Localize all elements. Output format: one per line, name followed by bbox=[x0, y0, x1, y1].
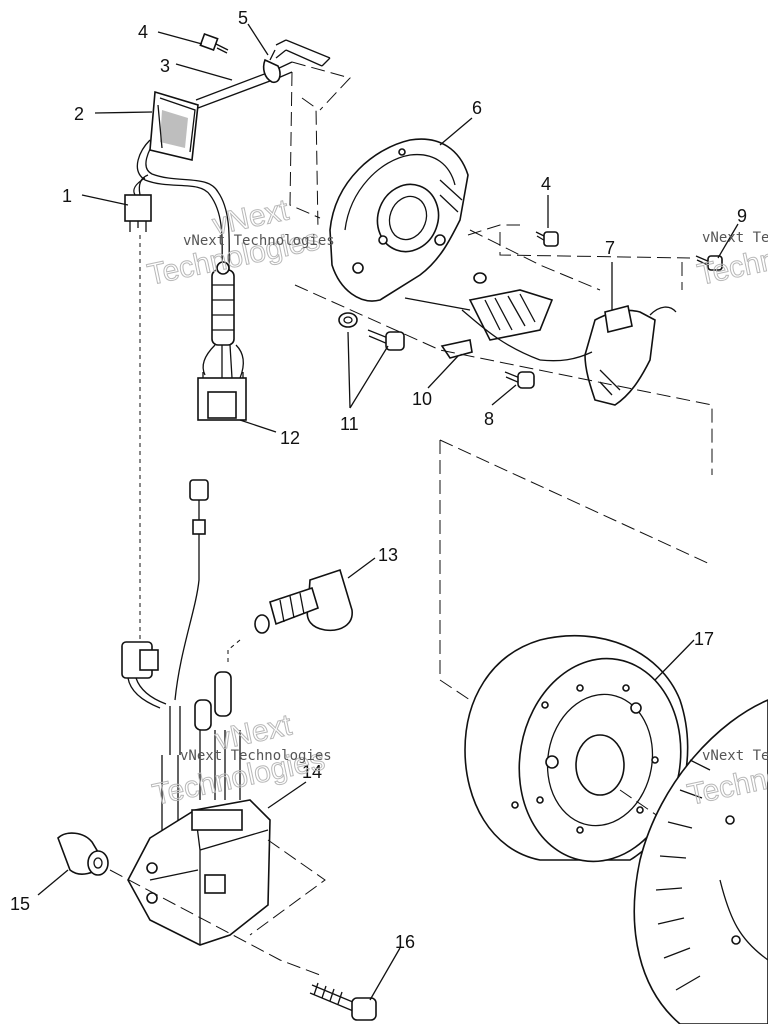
callout-14: 14 bbox=[302, 762, 322, 782]
callout-5: 5 bbox=[238, 8, 248, 28]
callout-7: 7 bbox=[605, 238, 615, 258]
ignition-coil-leads bbox=[161, 639, 241, 830]
lower-plug bbox=[121, 641, 167, 709]
grommet-2 bbox=[149, 90, 199, 161]
callout-8: 8 bbox=[484, 409, 494, 429]
callout-4-mid: 4 bbox=[541, 174, 551, 194]
callout-12: 12 bbox=[280, 428, 300, 448]
screw-9 bbox=[695, 255, 723, 271]
callout-9: 9 bbox=[737, 206, 747, 226]
callout-10: 10 bbox=[412, 389, 432, 409]
washer-and-screw-11 bbox=[338, 312, 405, 351]
watermark-small-text: vNext Technologies bbox=[183, 233, 335, 249]
callout-17: 17 bbox=[694, 629, 714, 649]
bolt-16 bbox=[309, 982, 377, 1021]
callout-labels: 1 2 3 4 5 6 4 7 9 10 11 8 12 13 14 15 16… bbox=[10, 8, 747, 952]
callout-1: 1 bbox=[62, 186, 72, 206]
leader-lines bbox=[37, 23, 739, 1001]
screw-8 bbox=[504, 371, 535, 389]
bushing-15 bbox=[57, 832, 109, 876]
callout-16: 16 bbox=[395, 932, 415, 952]
cdi-lead-connector bbox=[174, 479, 209, 701]
callout-13: 13 bbox=[378, 545, 398, 565]
callout-15: 15 bbox=[10, 894, 30, 914]
charging-coil-7 bbox=[539, 305, 677, 406]
connector-1 bbox=[124, 194, 152, 232]
watermark-right-upper: vNext Te Technolo bbox=[694, 230, 768, 292]
callout-3: 3 bbox=[160, 56, 170, 76]
spark-plug-cap-13 bbox=[254, 568, 353, 634]
watermark-upper: vNext Technologies vNext Technologies bbox=[144, 193, 335, 292]
flywheel-17 bbox=[464, 634, 689, 863]
stator-plate-6 bbox=[329, 138, 469, 302]
callout-2: 2 bbox=[74, 104, 84, 124]
watermark-small-text-lower: vNext Technologies bbox=[180, 748, 332, 764]
exciter-coil-10 bbox=[404, 289, 554, 361]
callout-11: 11 bbox=[340, 414, 359, 434]
watermark-lower: vNext Technologies vNext Technologies bbox=[149, 708, 332, 812]
watermark-edge-small-lower: vNext Te bbox=[702, 748, 768, 764]
callout-4-top: 4 bbox=[138, 22, 148, 42]
watermark-edge-small: vNext Te bbox=[702, 230, 768, 246]
cdi-box-14 bbox=[127, 799, 271, 946]
fan-rotor bbox=[633, 699, 768, 1024]
screw-4-top bbox=[199, 32, 229, 54]
clamp-5 bbox=[262, 49, 281, 84]
callout-6: 6 bbox=[472, 98, 482, 118]
screw-4-mid bbox=[535, 231, 559, 247]
connector-12 bbox=[197, 372, 247, 421]
wire-harness bbox=[124, 32, 351, 640]
